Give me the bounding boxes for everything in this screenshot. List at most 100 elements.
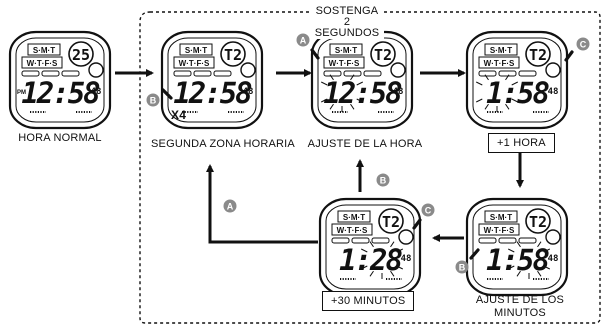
sub-dial-glyph: 25 (72, 46, 90, 64)
segment-bar (213, 70, 232, 77)
day-box-top (329, 43, 363, 56)
day-row-2: W·T·F·S (179, 59, 210, 68)
badge-letter: A (227, 202, 234, 212)
button-press-mark (564, 50, 574, 62)
badge-letter: B (380, 176, 387, 186)
segment-bar (61, 70, 80, 77)
segment-bar (343, 70, 362, 77)
watch-inner-ring (325, 204, 415, 290)
day-box-bottom (478, 56, 520, 69)
watch-inner-ring (167, 37, 257, 123)
segment-bar (371, 237, 390, 244)
watch-inner-ring (472, 204, 562, 290)
segment-bar (478, 237, 497, 244)
segment-bar (331, 237, 350, 244)
badge-letter: B (459, 263, 466, 273)
small-dial (398, 229, 414, 245)
day-box-bottom (331, 223, 373, 236)
button-press-mark (310, 48, 320, 60)
sub-dial-glyph: T2 (529, 213, 547, 231)
sub-dial (220, 41, 246, 67)
small-dial (545, 62, 561, 78)
time-readout: 12:58 (323, 76, 402, 110)
label-ajuste-minutos: AJUSTE DE LOS MINUTOS (475, 294, 565, 319)
badge-letter: C (580, 40, 587, 50)
segment-bar (518, 237, 537, 244)
day-row-2: W·T·F·S (337, 226, 368, 235)
badge-circle (576, 37, 590, 51)
badge-circle (146, 93, 160, 107)
time-readout: 12:58 (21, 76, 100, 110)
button-press-mark (161, 88, 173, 100)
segment-bar (21, 70, 40, 77)
time-readout: 12:58 (173, 76, 252, 110)
day-row-2: W·T·F·S (329, 59, 360, 68)
button-badge-b: B (455, 248, 480, 274)
day-row-1: S·M·T (343, 213, 365, 222)
watch-inner-ring (472, 37, 562, 123)
segment-bar (498, 237, 517, 244)
badge-circle (455, 260, 469, 274)
sub-dial-glyph: T2 (224, 46, 242, 64)
day-box-top (484, 210, 518, 223)
badge-circle (223, 199, 237, 213)
hold-region-outline (139, 11, 601, 324)
segment-bar (173, 70, 192, 77)
watch-inner-ring (15, 37, 105, 123)
sub-dial (370, 41, 396, 67)
label-plus-minutes: +30 MINUTOS (322, 291, 415, 311)
segment-bar (351, 237, 370, 244)
button-badge-a: A (223, 199, 237, 213)
label-ajuste-hora: AJUSTE DE LA HORA (307, 138, 423, 150)
sub-dial (525, 208, 551, 234)
button-badge-c: C (412, 203, 435, 230)
day-box-top (179, 43, 213, 56)
button-press-mark (469, 248, 480, 260)
seconds-readout: 48 (243, 87, 254, 97)
day-row-1: S·M·T (490, 213, 512, 222)
day-row-2: W·T·F·S (484, 226, 515, 235)
badge-circle (296, 33, 310, 47)
small-dial (240, 62, 256, 78)
segment-bar (363, 70, 382, 77)
blink-rays (320, 74, 364, 112)
small-dial (545, 229, 561, 245)
day-row-2: W·T·F·S (27, 59, 58, 68)
hold-label-line-1: SOSTENGA (315, 5, 379, 17)
day-row-2: W·T·F·S (484, 59, 515, 68)
label-segunda-zona: SEGUNDA ZONA HORARIA (151, 138, 295, 150)
day-box-bottom (478, 223, 520, 236)
badge-letter: A (300, 36, 307, 46)
small-dial (88, 62, 104, 78)
sub-dial-glyph: T2 (374, 46, 392, 64)
sub-dial-glyph: T2 (382, 213, 400, 231)
press-count: X4 (171, 108, 187, 122)
day-box-bottom (323, 56, 365, 69)
badge-letter: B (150, 96, 157, 106)
day-row-1: S·M·T (490, 46, 512, 55)
time-readout: 1:28 (339, 243, 402, 277)
day-box-bottom (21, 56, 63, 69)
segment-bar (478, 70, 497, 77)
hold-label: SOSTENGA 2 SEGUNDOS (310, 6, 384, 39)
button-badges: B A C C B B A (146, 33, 590, 274)
segment-bar (518, 70, 537, 77)
day-box-top (337, 210, 371, 223)
sub-dial (68, 41, 94, 67)
label-hora-normal: HORA NORMAL (18, 132, 102, 144)
blink-rays (360, 241, 404, 279)
badge-letter: C (425, 206, 432, 216)
blink-rays (475, 74, 519, 112)
button-badge-b: B (376, 173, 390, 187)
seconds-readout: 48 (393, 87, 404, 97)
segment-bar (41, 70, 60, 77)
badge-circle (421, 203, 435, 217)
button-badge-b: B (146, 88, 173, 107)
seconds-readout: 48 (91, 87, 102, 97)
badge-circle (376, 173, 390, 187)
